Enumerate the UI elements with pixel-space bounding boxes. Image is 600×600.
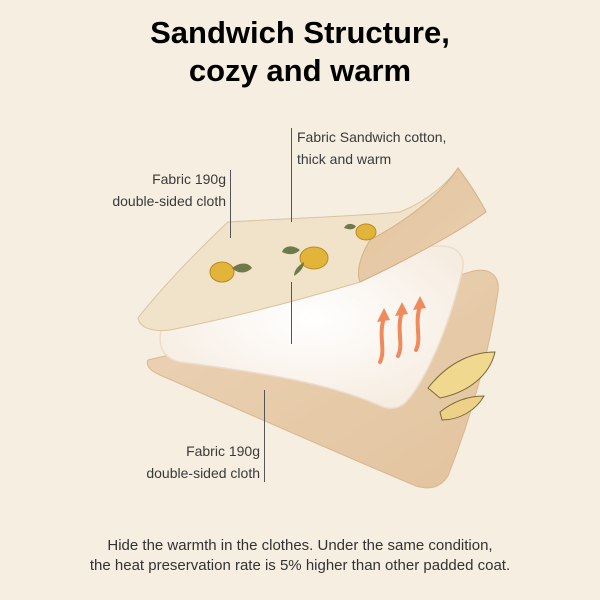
leaf-icon: [427, 351, 496, 399]
heat-arrows: [377, 296, 426, 364]
callout-line-padding: [291, 282, 292, 344]
label-middle-fabric: Fabric Sandwich cotton, thick and warm: [297, 126, 446, 170]
label-top-line-1: Fabric 190g: [152, 171, 226, 187]
label-bottom-line-1: Fabric 190g: [186, 443, 260, 459]
leaf-icon: [439, 395, 485, 421]
label-bottom-line-2: double-sided cloth: [146, 465, 260, 481]
label-top-fabric: Fabric 190g double-sided cloth: [96, 168, 226, 212]
arrow-up-icon: [378, 316, 386, 364]
callout-line-bottom: [264, 390, 265, 482]
arrow-up-icon: [414, 304, 422, 352]
label-top-line-2: double-sided cloth: [112, 193, 226, 209]
lemon-icon: [209, 261, 252, 283]
arrow-up-icon: [396, 310, 404, 358]
label-bottom-fabric: Fabric 190g double-sided cloth: [128, 440, 260, 484]
label-middle-line-2: thick and warm: [297, 151, 392, 167]
label-middle-line-1: Fabric Sandwich cotton,: [297, 129, 447, 145]
footer-caption: Hide the warmth in the clothes. Under th…: [0, 536, 600, 576]
top-fabric-layer: [137, 167, 487, 331]
lemon-icon: [344, 223, 377, 241]
page-title: Sandwich Structure, cozy and warm: [0, 14, 600, 90]
callout-line-middle: [291, 128, 292, 222]
callout-line-top: [230, 170, 231, 238]
title-line-1: Sandwich Structure,: [150, 15, 450, 50]
footer-line-1: Hide the warmth in the clothes. Under th…: [107, 537, 493, 554]
title-line-2: cozy and warm: [188, 53, 412, 88]
lemon-icon: [282, 246, 329, 276]
footer-line-2: the heat preservation rate is 5% higher …: [89, 557, 511, 574]
